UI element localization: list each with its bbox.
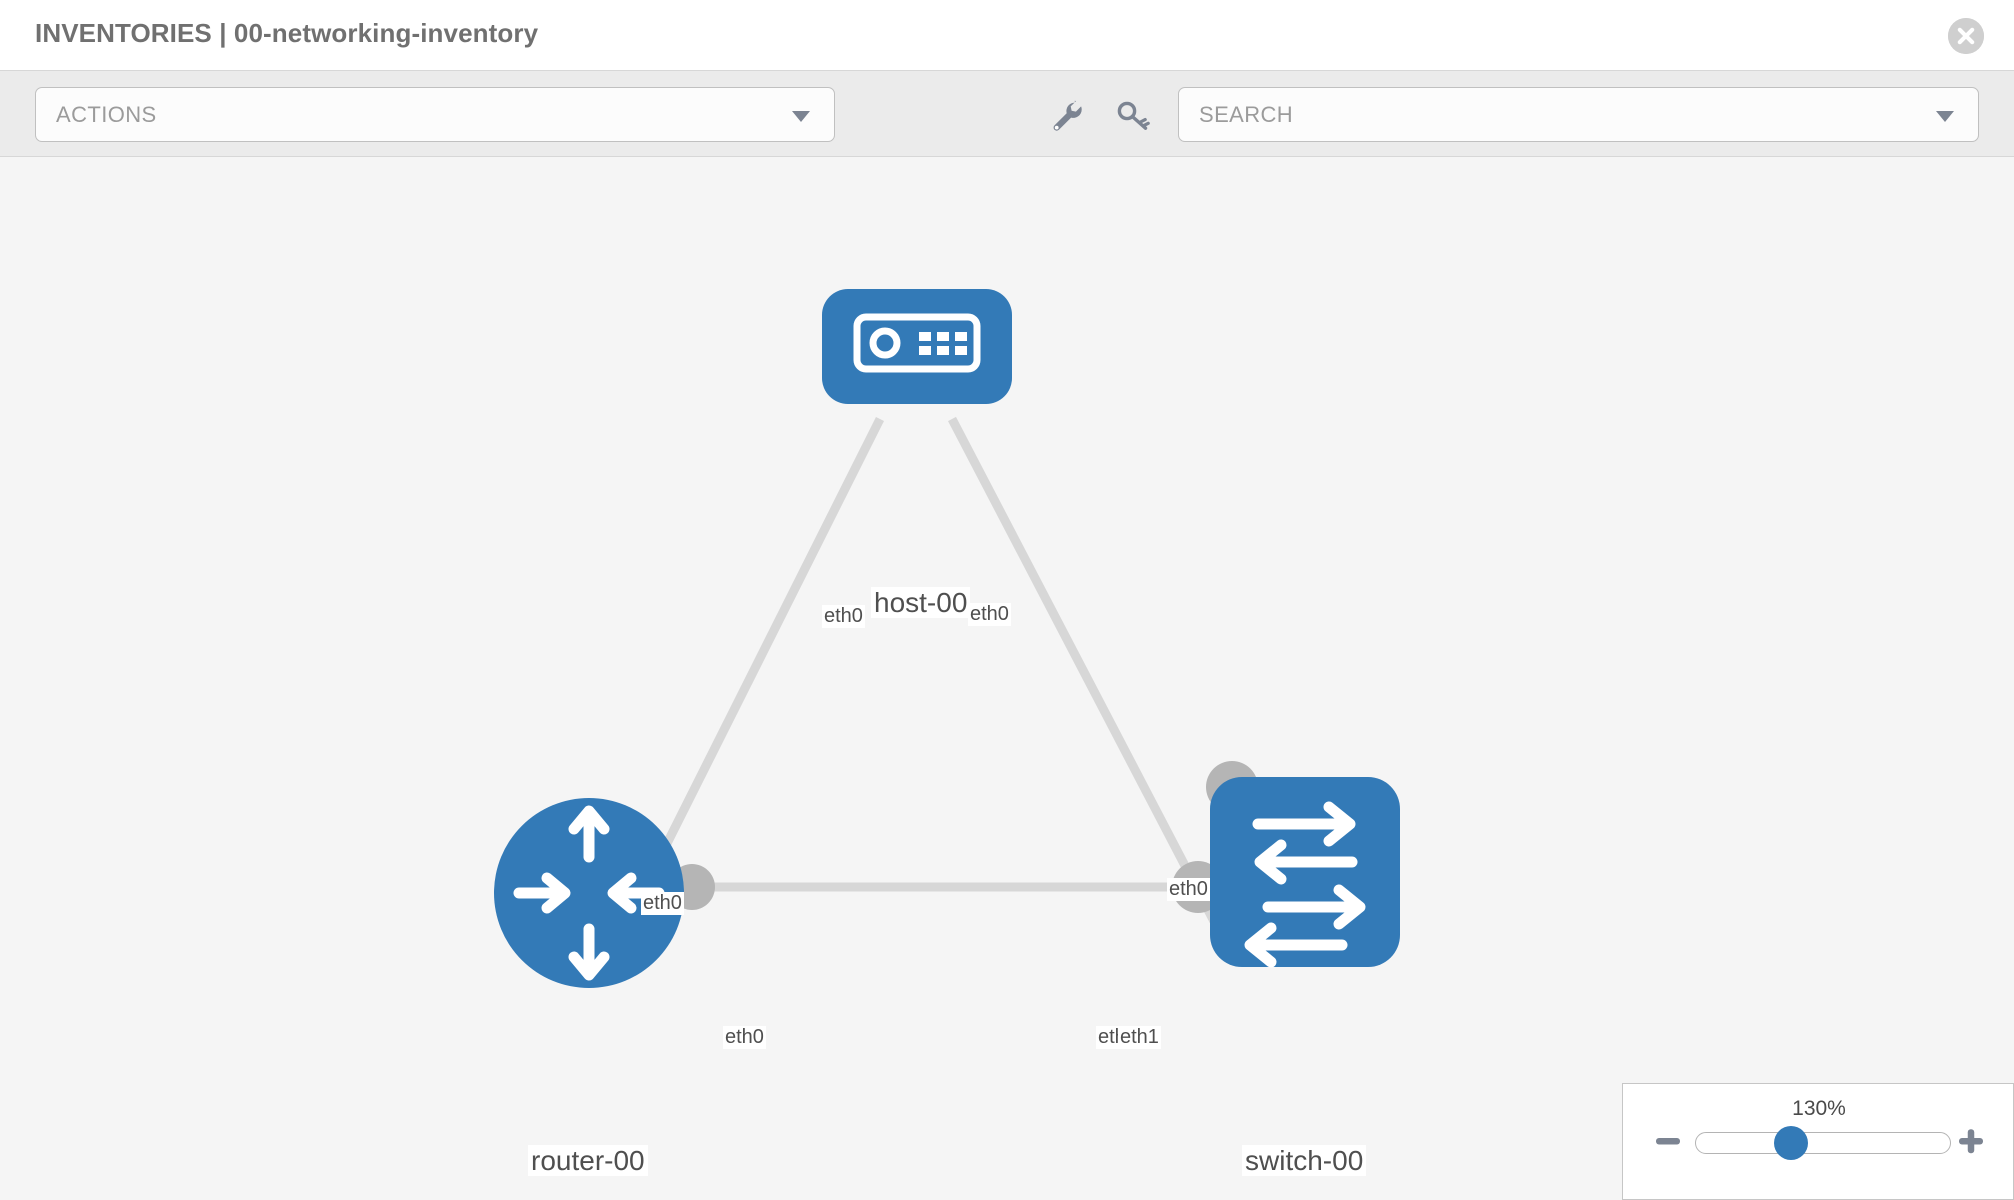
interface-label-router-eth0-uplink: eth0	[641, 892, 684, 915]
page-title: INVENTORIES | 00-networking-inventory	[35, 18, 539, 48]
wrench-icon[interactable]	[1047, 97, 1085, 135]
actions-dropdown-label: ACTIONS	[56, 102, 157, 127]
node-switch-00	[1210, 777, 1400, 968]
minus-icon[interactable]	[1653, 1126, 1683, 1156]
zoom-control-panel: 130%	[1622, 1083, 2014, 1200]
node-label-host-00: host-00	[871, 587, 971, 619]
zoom-slider[interactable]	[1695, 1132, 1951, 1154]
node-router-00-shape	[494, 798, 684, 988]
switch-arrows-icon	[1244, 801, 1366, 968]
topology-canvas[interactable]: host-00 router-00 switch-00 eth0 eth0 et…	[0, 157, 2014, 1200]
toolbar: ACTIONS SEARCH	[0, 71, 2014, 157]
page-header: INVENTORIES | 00-networking-inventory	[0, 0, 2014, 71]
server-icon	[853, 313, 981, 373]
chevron-down-icon	[792, 111, 810, 122]
close-icon[interactable]	[1948, 18, 1984, 54]
interface-label-switch-eth1: eth1	[1118, 1026, 1161, 1049]
search-dropdown[interactable]: SEARCH	[1178, 87, 1979, 142]
node-router-00	[494, 798, 684, 988]
interface-label-switch-eth0-uplink: eth0	[1167, 878, 1210, 901]
node-label-switch-00: switch-00	[1242, 1145, 1367, 1177]
node-host-00[interactable]	[822, 289, 1012, 404]
router-arrows-icon	[513, 805, 665, 981]
actions-dropdown[interactable]: ACTIONS	[35, 87, 835, 142]
node-switch-00[interactable]	[1210, 777, 1400, 967]
plus-icon[interactable]	[1956, 1126, 1986, 1156]
zoom-level-value: 130%	[1792, 1097, 1846, 1120]
key-icon[interactable]	[1114, 97, 1152, 135]
chevron-down-icon	[1936, 111, 1954, 122]
edge-host-switch	[948, 416, 1234, 955]
interface-label-host-eth0-right: eth0	[968, 603, 1011, 626]
node-label-router-00: router-00	[528, 1145, 648, 1177]
zoom-slider-thumb[interactable]	[1774, 1126, 1808, 1160]
interface-label-router-eth0: eth0	[723, 1026, 766, 1049]
interface-label-host-eth0-left: eth0	[822, 605, 865, 628]
search-input-placeholder: SEARCH	[1199, 102, 1294, 127]
node-host-00	[822, 289, 1012, 404]
